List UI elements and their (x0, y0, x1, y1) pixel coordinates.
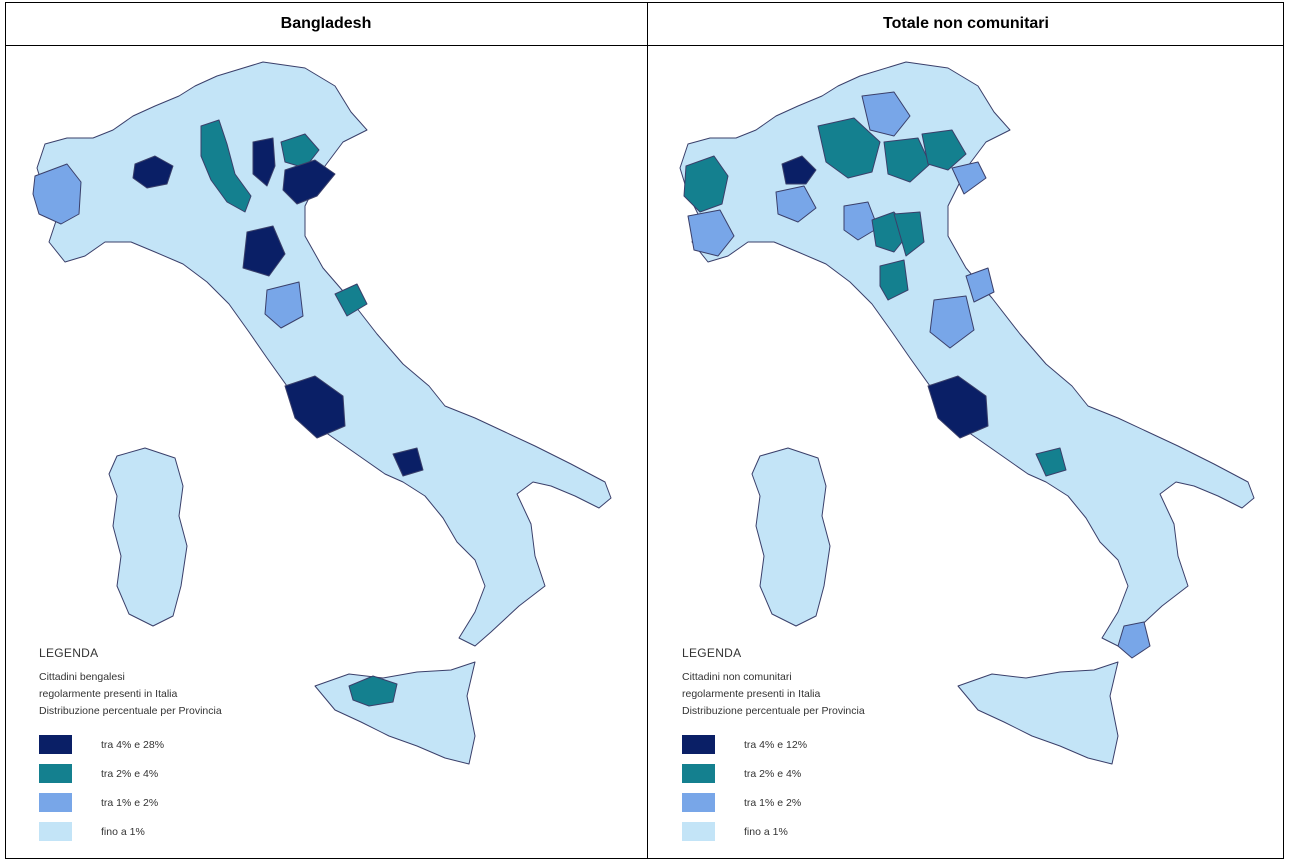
panel-title-left: Bangladesh (280, 15, 372, 32)
header-divider (5, 45, 1284, 46)
legend-label: tra 1% e 2% (101, 796, 159, 809)
map-panel-totale: LEGENDA Cittadini non comunitari regolar… (648, 46, 1284, 858)
legend-desc-line-3: Distribuzione percentuale per Provincia (682, 705, 865, 717)
province-vicenza (252, 137, 276, 187)
legend-item: tra 1% e 2% (682, 788, 865, 817)
province-firenze (879, 259, 909, 301)
province-bergamo (775, 185, 817, 223)
legend-desc-line-3: Distribuzione percentuale per Provincia (39, 705, 222, 717)
panel-title-right: Totale non comunitari (883, 15, 1049, 32)
province-bologna (242, 225, 286, 277)
legend-bangladesh: LEGENDA Cittadini bengalesi regolarmente… (39, 646, 222, 846)
legend-totale: LEGENDA Cittadini non comunitari regolar… (682, 646, 865, 846)
legend-desc-line-1: Cittadini bengalesi (39, 671, 125, 683)
province-napoli (1035, 447, 1067, 477)
province-verona (883, 137, 931, 183)
legend-item: tra 4% e 28% (39, 730, 222, 759)
mainland-italy (36, 61, 612, 647)
legend-swatch (39, 822, 72, 841)
province-parma (843, 201, 879, 241)
province-reggio-calabria (1117, 621, 1151, 659)
italy-map-totale (679, 61, 1255, 765)
legend-title: LEGENDA (39, 646, 99, 660)
legend-label: tra 4% e 28% (101, 738, 165, 751)
legend-label: tra 4% e 12% (744, 738, 808, 751)
province-torino (32, 163, 82, 225)
legend-swatch (682, 735, 715, 754)
legend-label: fino a 1% (744, 825, 788, 838)
province-cuneo (687, 209, 735, 257)
province-palermo (348, 675, 398, 707)
legend-item: tra 4% e 12% (682, 730, 865, 759)
province-firenze (264, 281, 304, 329)
legend-title: LEGENDA (682, 646, 742, 660)
legend-label: tra 2% e 4% (744, 767, 802, 780)
legend-swatch (682, 822, 715, 841)
legend-item: tra 2% e 4% (39, 759, 222, 788)
legend-item: fino a 1% (39, 817, 222, 846)
legend-swatch (39, 764, 72, 783)
province-treviso (951, 161, 987, 195)
legend-swatch (39, 735, 72, 754)
sicily (957, 661, 1119, 765)
legend-label: tra 2% e 4% (101, 767, 159, 780)
province-milano (781, 155, 817, 185)
province-roma (284, 375, 346, 439)
province-bologna (893, 211, 925, 257)
sardinia (751, 447, 831, 627)
table-border (5, 2, 1284, 859)
legend-item: tra 1% e 2% (39, 788, 222, 817)
legend-item: tra 2% e 4% (682, 759, 865, 788)
map-panel-bangladesh: LEGENDA Cittadini bengalesi regolarmente… (5, 46, 647, 858)
province-treviso (280, 133, 320, 169)
column-divider (647, 2, 648, 859)
province-ancona (334, 283, 368, 317)
province-bergamo (200, 119, 252, 213)
legend-swatch (682, 764, 715, 783)
legend-desc-line-2: regolarmente presenti in Italia (39, 688, 178, 700)
province-napoli (392, 447, 424, 477)
province-venezia (282, 159, 336, 205)
sardinia (108, 447, 188, 627)
province-milano (132, 155, 174, 189)
legend-desc-line-1: Cittadini non comunitari (682, 671, 792, 683)
italy-map-bangladesh (32, 61, 612, 765)
sicily (314, 661, 476, 765)
table-frame: Bangladesh Totale non comunitari (5, 2, 1285, 862)
legend-label: fino a 1% (101, 825, 145, 838)
province-brescia (817, 117, 881, 179)
legend-swatch (39, 793, 72, 812)
legend-swatch (682, 793, 715, 812)
province-vicenza (921, 129, 967, 171)
legend-desc-line-2: regolarmente presenti in Italia (682, 688, 821, 700)
legend-item: fino a 1% (682, 817, 865, 846)
province-torino (683, 155, 729, 213)
province-trento (861, 91, 911, 137)
province-ancona (965, 267, 995, 303)
province-perugia (929, 295, 975, 349)
legend-label: tra 1% e 2% (744, 796, 802, 809)
province-roma (927, 375, 989, 439)
